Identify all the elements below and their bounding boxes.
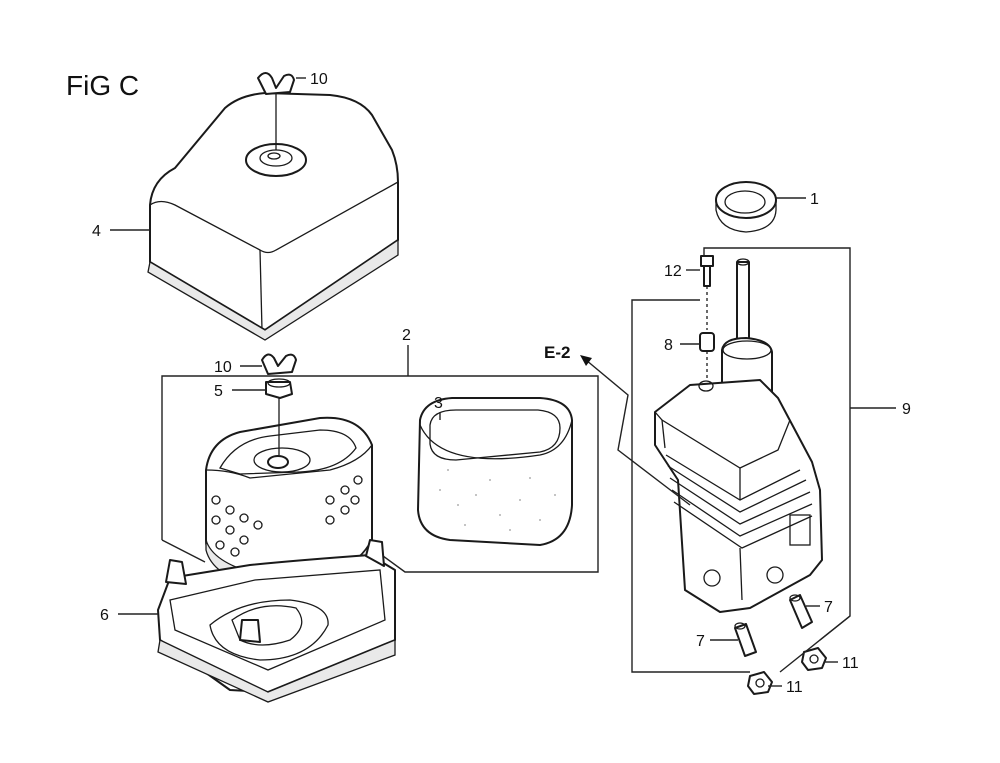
callout-6: 6 xyxy=(100,607,109,624)
callout-4: 4 xyxy=(92,223,101,240)
callout-11-right: 11 xyxy=(842,655,859,672)
collar-8 xyxy=(699,332,715,380)
tank-assembly xyxy=(654,258,823,613)
air-cleaner-cover xyxy=(147,92,399,341)
callout-7-right: 7 xyxy=(824,599,833,616)
air-cleaner-base xyxy=(157,539,396,703)
bracket-2 xyxy=(161,375,599,573)
callout-11-left: 11 xyxy=(786,679,803,696)
callout-10-lower: 10 xyxy=(214,359,232,376)
wing-nut-lower xyxy=(261,353,297,375)
callout-8: 8 xyxy=(664,337,673,354)
nut-5 xyxy=(265,378,293,455)
callout-5: 5 xyxy=(214,383,223,400)
callout-2: 2 xyxy=(402,327,411,344)
bracket-9 xyxy=(748,247,851,673)
foam-element xyxy=(417,397,573,546)
wing-nut-top xyxy=(257,72,295,150)
leader-e2 xyxy=(585,359,691,506)
reference-e2: E-2 xyxy=(544,343,570,362)
bracket-2-link xyxy=(161,539,206,563)
nut-11-left xyxy=(747,671,773,695)
callout-10-top: 10 xyxy=(310,71,328,88)
callout-12: 12 xyxy=(664,263,682,280)
bolt-12 xyxy=(700,255,714,330)
pin-7-right xyxy=(789,594,813,629)
nut-11-right xyxy=(801,647,827,671)
gasket-1 xyxy=(715,181,777,233)
callout-3: 3 xyxy=(434,395,443,412)
figure-title: FiG C xyxy=(66,70,140,101)
callout-9: 9 xyxy=(902,401,911,418)
callout-7-left: 7 xyxy=(696,633,705,650)
pin-7-left xyxy=(734,622,757,657)
callout-1: 1 xyxy=(810,191,819,208)
